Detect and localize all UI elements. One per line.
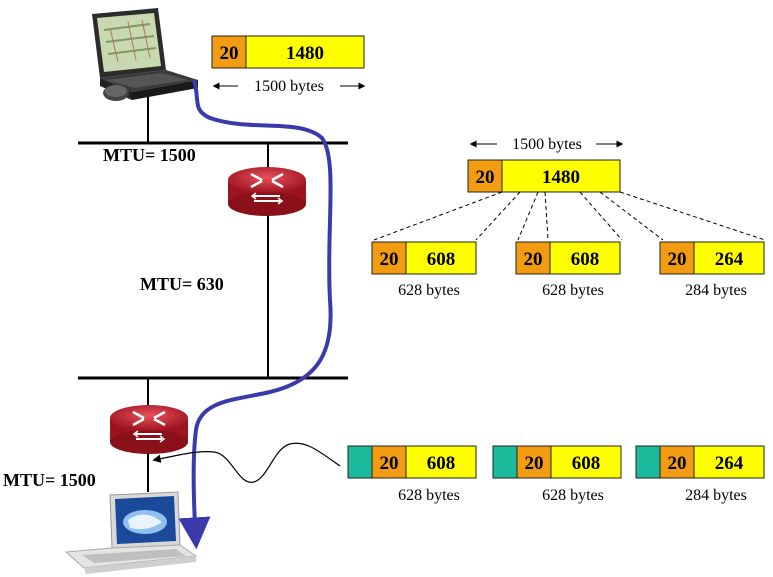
fragment-1-header-value: 20 xyxy=(380,249,399,270)
mtu-label-segment-3: MTU= 1500 xyxy=(3,470,96,490)
delivered-fragment-3-link-header xyxy=(635,445,661,479)
delivered-fragment-1-size-caption: 628 bytes xyxy=(398,487,460,504)
delivered-fragment-2-header-value: 20 xyxy=(525,453,544,474)
router-1-icon xyxy=(228,167,306,216)
fragment-3-header xyxy=(659,241,695,275)
delivered-fragment-2-size-caption: 628 bytes xyxy=(542,487,604,504)
fragment-2-header xyxy=(515,241,551,275)
original-packet-payload-value: 1480 xyxy=(286,43,324,64)
delivered-fragment-3-header xyxy=(659,445,695,479)
mtu-label-segment-2: MTU= 630 xyxy=(140,274,224,294)
delivered-fragment-2-payload-value: 608 xyxy=(572,453,601,474)
delivered-fragment-3: 20 264 284 bytes xyxy=(635,445,765,504)
delivered-fragment-3-payload xyxy=(693,445,765,479)
original-packet-header xyxy=(211,35,247,69)
delivered-fragment-3-size-caption: 284 bytes xyxy=(685,487,747,504)
delivered-fragment-3-payload-value: 264 xyxy=(715,453,744,474)
router-packet-size-caption: 1500 bytes xyxy=(512,136,582,153)
source-laptop-icon xyxy=(92,8,198,101)
fragment-2-header-value: 20 xyxy=(524,249,543,270)
original-packet: 20 1480 1500 bytes xyxy=(211,35,366,95)
fragment-1-size-caption: 628 bytes xyxy=(398,282,460,299)
original-packet-size-caption: 1500 bytes xyxy=(254,78,324,95)
original-packet-payload xyxy=(245,35,365,69)
router-packet: 1500 bytes 20 1480 xyxy=(467,136,624,193)
fragment-3-payload-value: 264 xyxy=(715,249,744,270)
router-2-icon xyxy=(110,405,188,454)
fragment-1-payload-value: 608 xyxy=(427,249,456,270)
router-packet-payload xyxy=(501,159,621,193)
fragmentation-fanout xyxy=(373,191,766,241)
delivered-fragment-2-link-header xyxy=(492,445,518,479)
fragment-1-payload xyxy=(405,241,477,275)
fragment-2: 20 608 628 bytes xyxy=(515,241,621,299)
delivered-fragment-1-header xyxy=(371,445,407,479)
delivered-fragment-1-link-header xyxy=(347,445,373,479)
mtu-label-segment-1: MTU= 1500 xyxy=(103,145,196,165)
fragment-3-size-caption: 284 bytes xyxy=(685,282,747,299)
delivered-fragment-2-payload xyxy=(550,445,622,479)
fragment-2-payload-value: 608 xyxy=(571,249,600,270)
delivered-fragment-1-header-value: 20 xyxy=(380,453,399,474)
original-packet-header-value: 20 xyxy=(220,43,239,64)
delivered-fragment-1-payload-value: 608 xyxy=(427,453,456,474)
router-packet-payload-value: 1480 xyxy=(542,167,580,188)
dest-laptop-icon xyxy=(64,491,198,574)
router-packet-header-value: 20 xyxy=(476,167,495,188)
fragment-3-header-value: 20 xyxy=(668,249,687,270)
fragment-2-payload xyxy=(549,241,621,275)
delivered-fragment-2: 20 608 628 bytes xyxy=(492,445,622,504)
packet-path-line xyxy=(178,79,333,550)
delivered-fragment-3-header-value: 20 xyxy=(668,453,687,474)
fragment-1-header xyxy=(371,241,407,275)
fragment-1: 20 608 628 bytes xyxy=(371,241,477,299)
fragment-3: 20 264 284 bytes xyxy=(659,241,765,299)
fragment-3-payload xyxy=(693,241,765,275)
delivery-pointer-line xyxy=(152,442,341,483)
delivered-fragment-1-payload xyxy=(405,445,477,479)
fragment-2-size-caption: 628 bytes xyxy=(542,282,604,299)
delivered-fragment-1: 20 608 628 bytes xyxy=(347,445,477,504)
